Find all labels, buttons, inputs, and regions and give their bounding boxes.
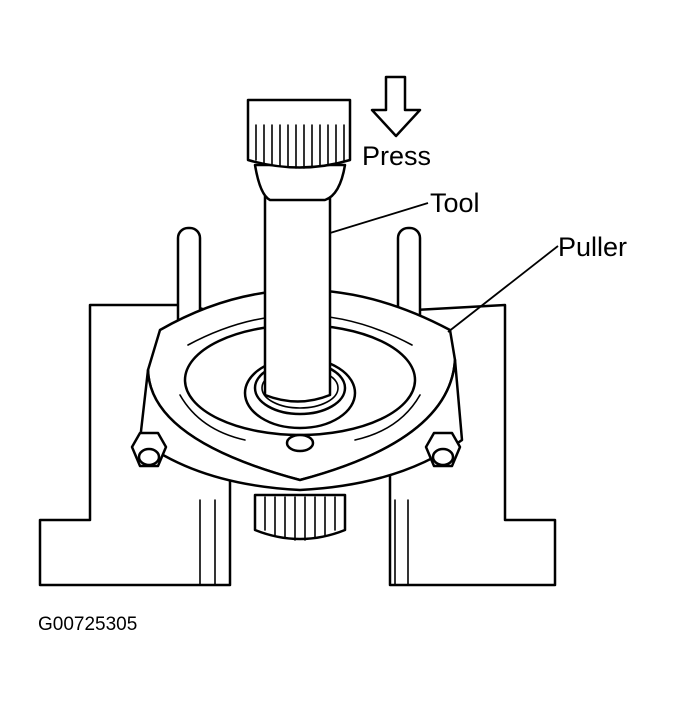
bolt-left [130, 431, 168, 468]
press-tool [246, 98, 352, 403]
puller-leader [447, 245, 559, 333]
press-label: Press [362, 141, 431, 171]
tool-collar [253, 163, 347, 202]
tool-label: Tool [430, 188, 480, 218]
puller-label: Puller [558, 232, 627, 262]
puller-hole [285, 433, 315, 453]
figure-id: G00725305 [38, 614, 137, 635]
shaft-gear [253, 493, 347, 541]
tool-shaft [263, 183, 332, 403]
tool-leader [329, 202, 429, 234]
bolt-right [424, 431, 462, 468]
press-arrow-icon [370, 75, 422, 138]
